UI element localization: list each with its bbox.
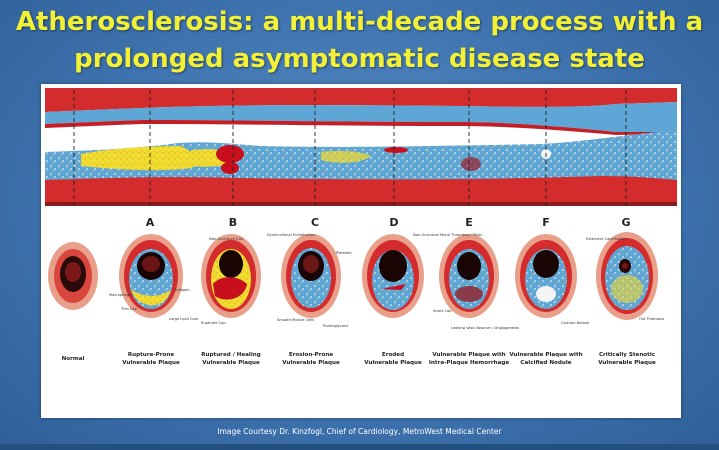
slide-title-line-2: prolonged asymptomatic disease state — [74, 44, 645, 74]
marker-g: G — [621, 216, 630, 229]
label-platelets: Platelets — [336, 251, 352, 255]
stage-captions: Normal Rupture-Prone Vulnerable Plaque R… — [62, 352, 656, 366]
label-calcium-nodule: Calcium Nodule — [561, 321, 590, 325]
cross-section-normal — [48, 242, 98, 310]
cross-section-g — [596, 232, 658, 320]
cross-section-annotations: Macrophage Thin Cap Collagen Large Lipid… — [109, 233, 664, 330]
caption-c-line1: Erosion-Prone — [289, 352, 334, 358]
marker-a: A — [146, 216, 155, 229]
stage-markers: A B C D E F G — [146, 216, 631, 229]
caption-g-line1: Critically Stenotic — [599, 352, 655, 358]
caption-a-line1: Rupture-Prone — [128, 352, 175, 358]
slide-title: Atherosclerosis: a multi-decade process … — [0, 4, 719, 78]
label-large-lipid-core: Large Lipid Core — [169, 317, 199, 321]
clot-b — [216, 145, 244, 163]
cross-section-d — [362, 234, 424, 318]
caption-e-line2: Intra-Plaque Hemorrhage — [429, 360, 510, 366]
label-proteoglycans: Proteoglycans — [323, 324, 348, 328]
cross-section-f — [515, 234, 577, 318]
caption-d-line1: Eroded — [382, 352, 404, 358]
marker-c: C — [311, 216, 319, 229]
label-mural-thrombus: Non-Occlusive Mural Thrombus / Fibrin — [413, 233, 483, 237]
caption-g-line2: Vulnerable Plaque — [598, 360, 656, 366]
cross-section-e — [439, 234, 499, 318]
caption-c-line2: Vulnerable Plaque — [282, 360, 340, 366]
marker-d: D — [389, 216, 398, 229]
caption-f-line2: Calcified Nodule — [520, 360, 571, 366]
cross-section-b — [201, 234, 261, 318]
cross-section-a — [119, 234, 183, 318]
label-non-occlusive-clot: Non-Occlusive Clot — [209, 237, 244, 241]
caption-f-line1: Vulnerable Plaque with — [509, 352, 582, 358]
caption-e-line1: Vulnerable Plaque with — [432, 352, 505, 358]
label-smooth-muscle-cells: Smooth Muscle Cells — [277, 318, 314, 322]
slide-title-line-1: Atherosclerosis: a multi-decade process … — [15, 7, 704, 37]
label-macrophage: Macrophage — [109, 293, 132, 297]
longitudinal-vessel — [45, 88, 677, 206]
label-dysfunctional-endothelium: Dysfunctional Endothelium — [267, 233, 316, 237]
stage-divider-lines — [73, 90, 627, 208]
label-extensive-calcification: Extensive Calcification — [586, 237, 627, 241]
label-ruptured-cap: Ruptured Cap — [201, 321, 226, 325]
caption-normal: Normal — [62, 356, 85, 362]
atherosclerosis-diagram: A B C D E F G — [41, 84, 681, 418]
caption-d-line2: Vulnerable Plaque — [364, 360, 422, 366]
caption-a-line2: Vulnerable Plaque — [122, 360, 180, 366]
diagram-svg: A B C D E F G — [45, 88, 677, 366]
label-leaking-vasa-vasorum: Leaking Vasa Vasorum / Angiogenesis — [451, 326, 519, 330]
label-collagen: Collagen — [174, 288, 190, 292]
label-thin-cap: Thin Cap — [120, 307, 138, 311]
caption-b-line2: Vulnerable Plaque — [202, 360, 260, 366]
marker-e: E — [465, 216, 473, 229]
marker-b: B — [229, 216, 237, 229]
caption-b-line1: Ruptured / Healing — [201, 352, 261, 358]
image-credit: Image Courtesy Dr. Kinzfogl, Chief of Ca… — [217, 427, 502, 436]
label-old-thrombus: Old Thrombus — [639, 317, 664, 321]
cross-section-c — [281, 234, 341, 318]
slide-footer-bar — [0, 444, 719, 450]
label-intact-cap: Intact Cap — [433, 309, 452, 313]
marker-f: F — [542, 216, 550, 229]
